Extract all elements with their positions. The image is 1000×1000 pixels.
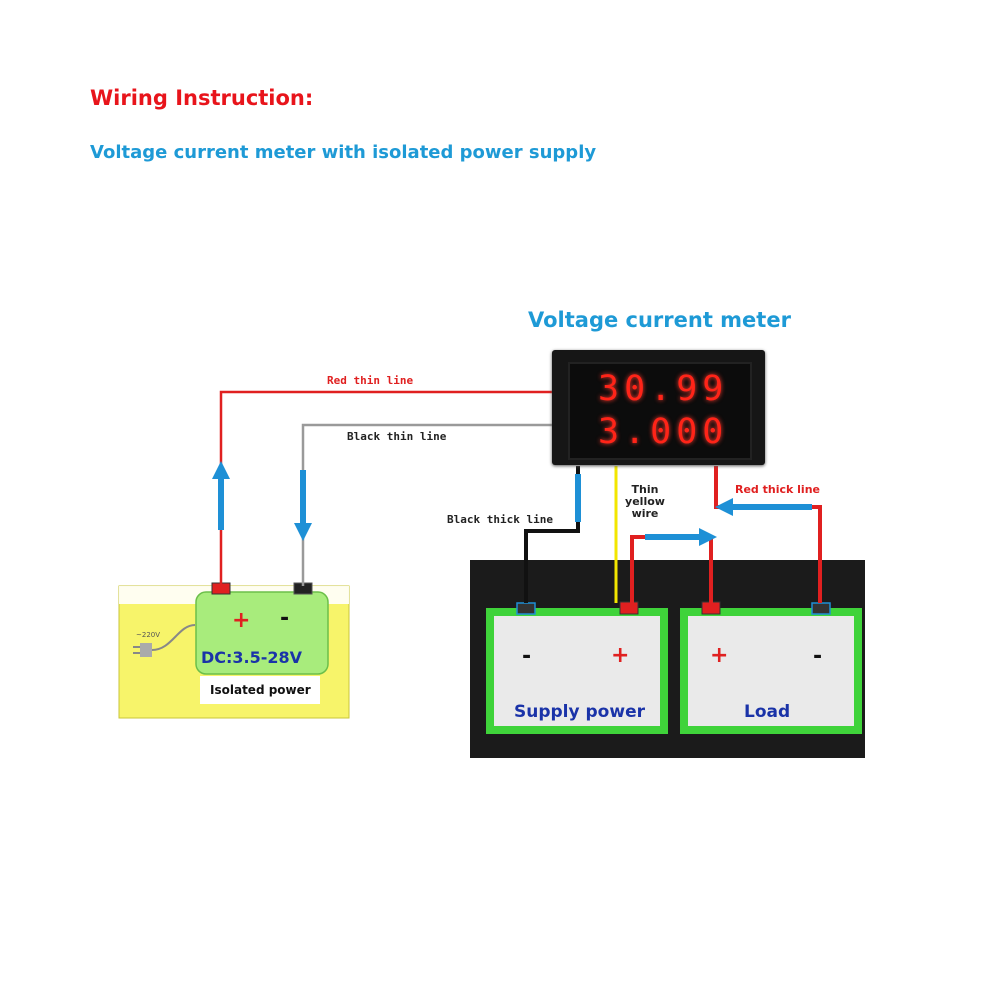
- supply-plus-terminal: [619, 601, 639, 615]
- page-subtitle: Voltage current meter with isolated powe…: [90, 142, 597, 163]
- supply-power-label: Supply power: [514, 702, 645, 722]
- page-title: Wiring Instruction:: [90, 86, 314, 110]
- supply-minus-terminal: [516, 602, 536, 615]
- current-reading: 3.000: [598, 412, 729, 452]
- meter-display: [568, 362, 752, 460]
- thin-yellow-wire-label: Thin yellow wire: [625, 483, 665, 520]
- red-thin-wire: [219, 390, 556, 586]
- black-thin-line-label: Black thin line: [347, 430, 447, 443]
- red-thin-line-label: Red thin line: [327, 374, 414, 387]
- isolated-minus-sign: -: [280, 606, 290, 631]
- isolated-power-block: [195, 591, 329, 675]
- supply-plus-sign: +: [611, 643, 630, 668]
- isolated-power-caption: Isolated power: [210, 683, 311, 697]
- mains-label: ~220V: [136, 631, 161, 639]
- isolated-power-caption-box: [200, 676, 320, 704]
- load-label: Load: [744, 702, 791, 722]
- load-plus-sign: +: [710, 643, 729, 668]
- isolated-plus-sign: +: [232, 608, 251, 633]
- mains-plug-body: [140, 643, 152, 657]
- supply-minus-sign: -: [522, 644, 532, 669]
- load-minus-terminal: [811, 602, 831, 615]
- red-thick-line-label: Red thick line: [735, 483, 820, 496]
- load-minus-sign: -: [813, 644, 823, 669]
- isolated-voltage-range: DC:3.5-28V: [201, 648, 303, 667]
- voltage-reading: 30.99: [598, 369, 729, 409]
- load-battery: [680, 608, 862, 734]
- supply-power-battery: [486, 608, 668, 734]
- load-plus-terminal: [701, 601, 721, 615]
- meter-title: Voltage current meter: [528, 308, 791, 332]
- mains-plug-icon: [151, 624, 196, 651]
- black-thick-line-label: Black thick line: [447, 513, 553, 526]
